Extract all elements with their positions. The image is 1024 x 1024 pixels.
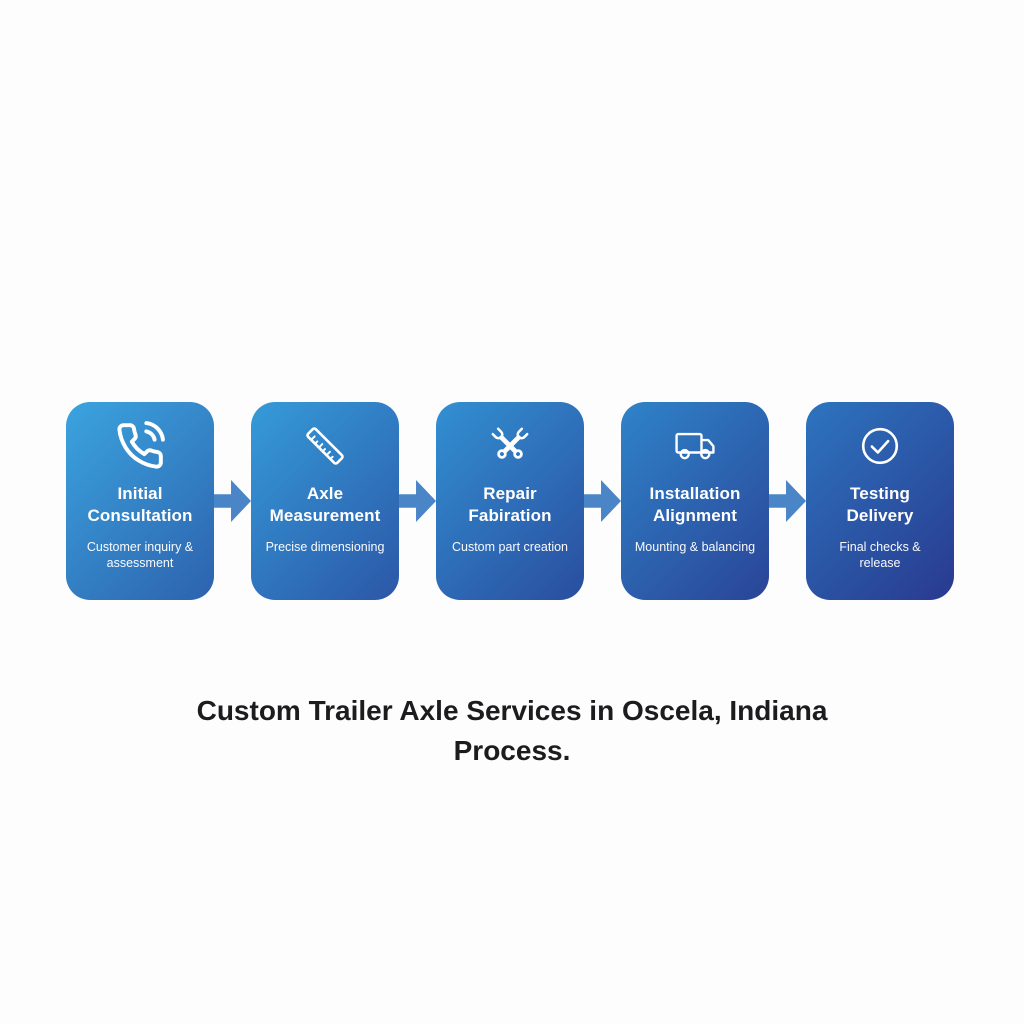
flow-arrow	[399, 402, 436, 600]
diagram-caption: Custom Trailer Axle Services in Oscela, …	[0, 691, 1024, 771]
caption-line-1: Custom Trailer Axle Services in Oscela, …	[196, 695, 828, 726]
arrow-right-icon	[769, 480, 806, 522]
flow-arrow	[769, 402, 806, 600]
step-subtitle: Precise dimensioning	[265, 539, 385, 554]
arrow-right-icon	[584, 480, 621, 522]
step-card-repair-fabrication: Repair Fabiration Custom part creation	[436, 402, 584, 600]
process-flow: Initial Consultation Customer inquiry & …	[66, 402, 954, 600]
step-title: Repair Fabiration	[468, 484, 552, 526]
arrow-right-icon	[214, 480, 251, 522]
step-title: Installation Alignment	[649, 484, 741, 526]
step-card-testing-delivery: Testing Delivery Final checks & release	[806, 402, 954, 600]
step-card-axle-measurement: Axle Measurement Precise dimensioning	[251, 402, 399, 600]
step-subtitle: Customer inquiry & assessment	[86, 539, 194, 571]
crossed-wrenches-icon	[484, 418, 536, 474]
caption-line-2: Process.	[453, 735, 571, 767]
flow-arrow	[584, 402, 621, 600]
flow-arrow	[214, 402, 251, 600]
step-card-installation-alignment: Installation Alignment Mounting & balanc…	[621, 402, 769, 600]
step-title: Initial Consultation	[87, 484, 193, 526]
step-subtitle: Custom part creation	[451, 539, 569, 554]
step-title: Axle Measurement	[269, 484, 381, 526]
delivery-truck-icon	[667, 418, 723, 474]
ruler-icon	[299, 418, 351, 474]
phone-call-icon	[115, 418, 165, 474]
step-card-initial-consultation: Initial Consultation Customer inquiry & …	[66, 402, 214, 600]
step-subtitle: Final checks & release	[839, 539, 921, 571]
step-subtitle: Mounting & balancing	[634, 539, 756, 554]
arrow-right-icon	[399, 480, 436, 522]
check-circle-icon	[854, 418, 906, 474]
step-title: Testing Delivery	[846, 484, 914, 526]
